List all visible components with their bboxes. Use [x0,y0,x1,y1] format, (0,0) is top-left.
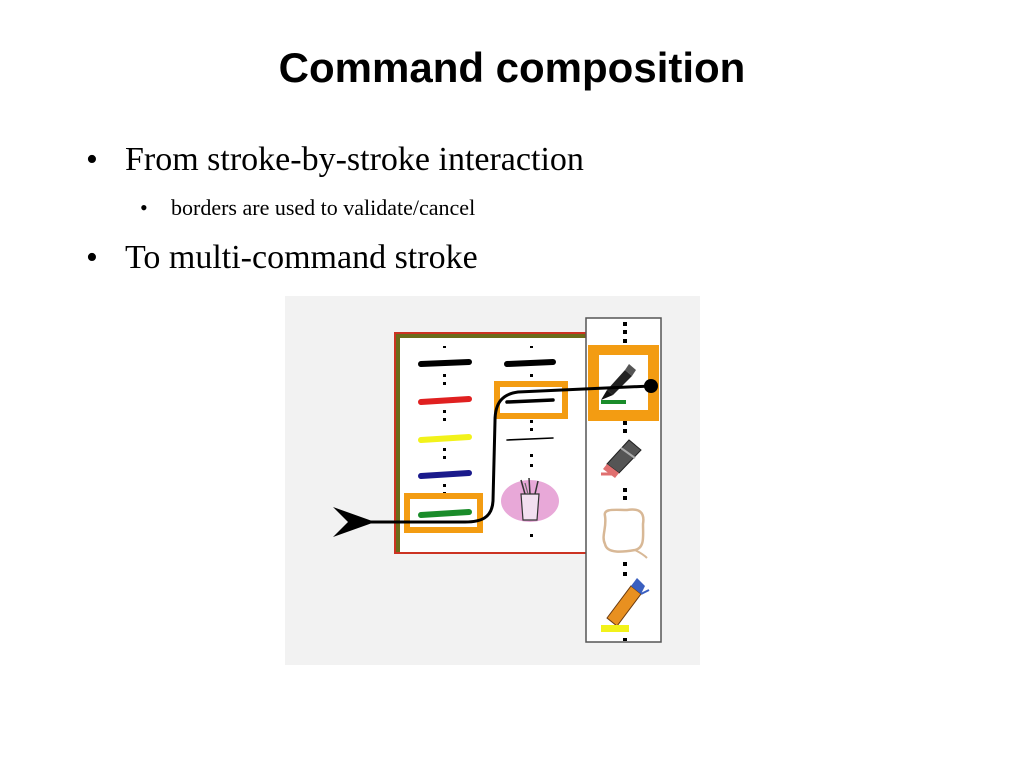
green-stroke-swatch [418,509,472,518]
selected-width-highlight [494,381,568,419]
command-stroke-figure [285,296,700,665]
command-stroke-path [333,384,652,537]
black-stroke-swatch [418,359,472,367]
stroke-start-dot [644,379,658,393]
yellow-stroke-swatch [418,434,472,443]
bullet-marker: • [86,141,98,178]
bullet-marker: • [140,195,148,220]
eraser-icon [601,439,642,478]
pencil-cup-icon [501,477,559,522]
thick-stroke-swatch [504,359,556,367]
lasso-icon [602,508,648,559]
bullet-marker: • [86,239,98,276]
sub-bullet-text: borders are used to validate/cancel [171,195,476,220]
toolbar-separators [623,322,627,641]
highlighter-icon [601,578,650,632]
bullet-text: From stroke-by-stroke interaction [125,141,584,178]
thin-stroke-swatch [506,437,554,441]
blue-stroke-swatch [418,470,472,479]
bullet-text: To multi-command stroke [125,239,478,276]
stroke-palette [394,332,587,554]
slide-title: Command composition [278,44,746,91]
medium-stroke-swatch [505,398,555,404]
tool-toolbar [585,317,662,643]
red-stroke-swatch [418,396,472,405]
selected-color-highlight [404,493,483,533]
